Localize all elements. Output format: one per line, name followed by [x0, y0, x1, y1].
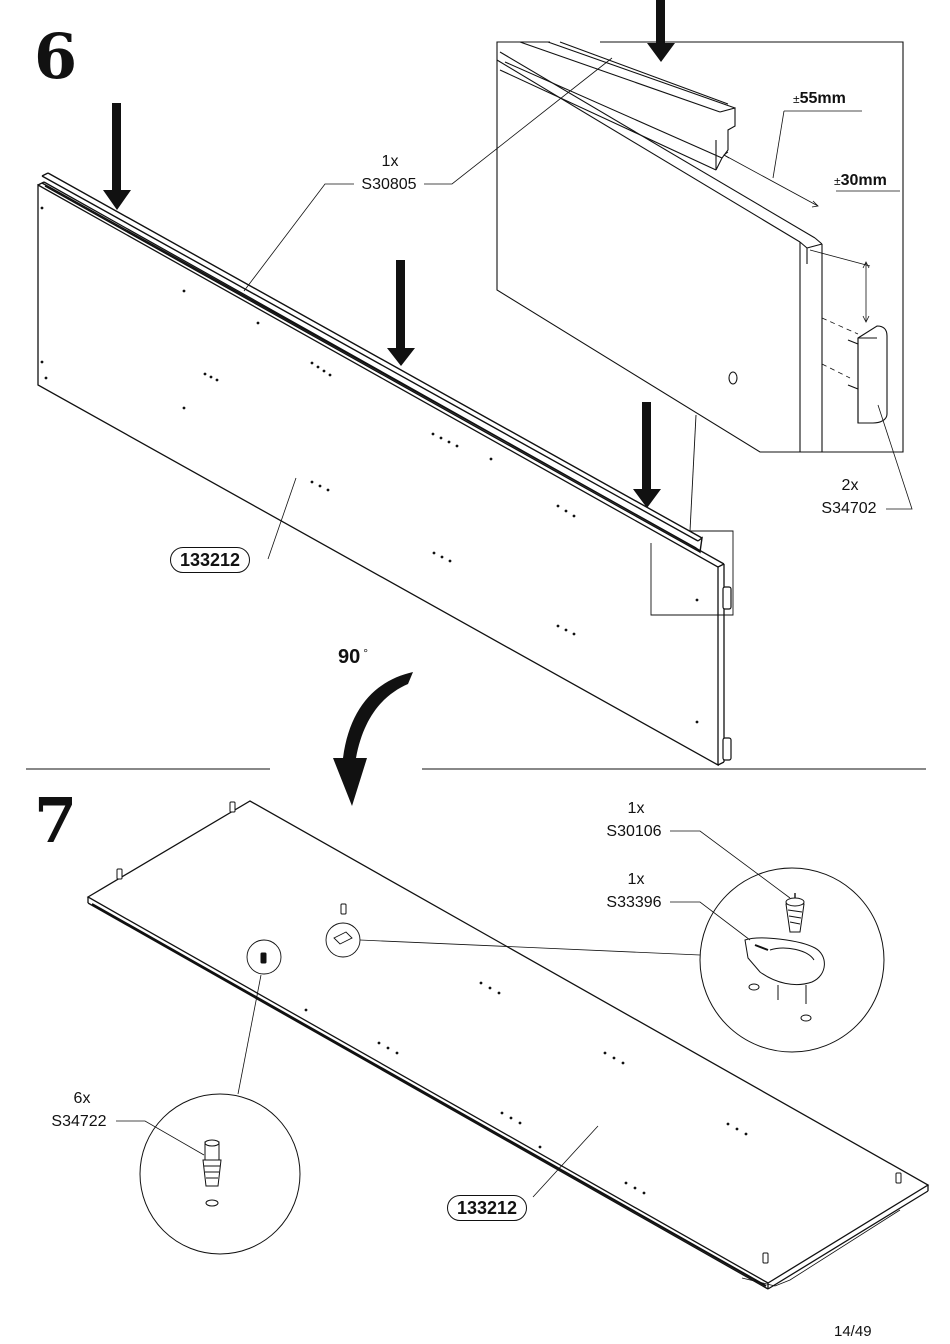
screw-code: S30106: [606, 823, 662, 840]
step6-panel: [37, 181, 725, 767]
clip-code: S33396: [606, 894, 662, 911]
dimension-30mm: ±30mm: [834, 172, 887, 189]
step6-dimension-lines: [723, 110, 900, 379]
step7-panel-code: 133212: [447, 1195, 528, 1221]
page-number: 14/49: [834, 1323, 872, 1340]
step6-leaders: [243, 57, 913, 560]
cap-code: S34702: [821, 500, 877, 517]
step6-number: 6: [34, 20, 78, 93]
rail-code: S30805: [361, 176, 417, 193]
step7-dowel-marks: [116, 801, 902, 1264]
rotation-arrow: [333, 672, 413, 806]
cap-qty: 2x: [841, 477, 859, 494]
step7-leaders: [116, 830, 791, 1198]
step6-panel-code: 133212: [170, 547, 251, 573]
step6-detail-reference: [650, 414, 734, 616]
clip-qty: 1x: [627, 871, 645, 888]
screw-qty: 1x: [627, 800, 645, 817]
step6-rail: [41, 172, 703, 554]
step6-edge-caps: [722, 586, 732, 761]
rotation-angle: 90°: [338, 646, 369, 668]
step6-down-arrows: [103, 0, 675, 508]
step7-reference-circles: [246, 922, 361, 975]
step7-clip-detail: [359, 867, 885, 1053]
dowel-qty: 6x: [73, 1090, 91, 1107]
step7-dowel-detail: [139, 974, 301, 1255]
dimension-55mm: ±55mm: [793, 90, 846, 107]
dowel-code: S34722: [51, 1113, 107, 1130]
step6-detail-inset: [496, 41, 904, 453]
step7-number: 7: [34, 784, 78, 857]
step7-panel: [86, 800, 930, 1290]
rail-qty: 1x: [381, 153, 399, 170]
